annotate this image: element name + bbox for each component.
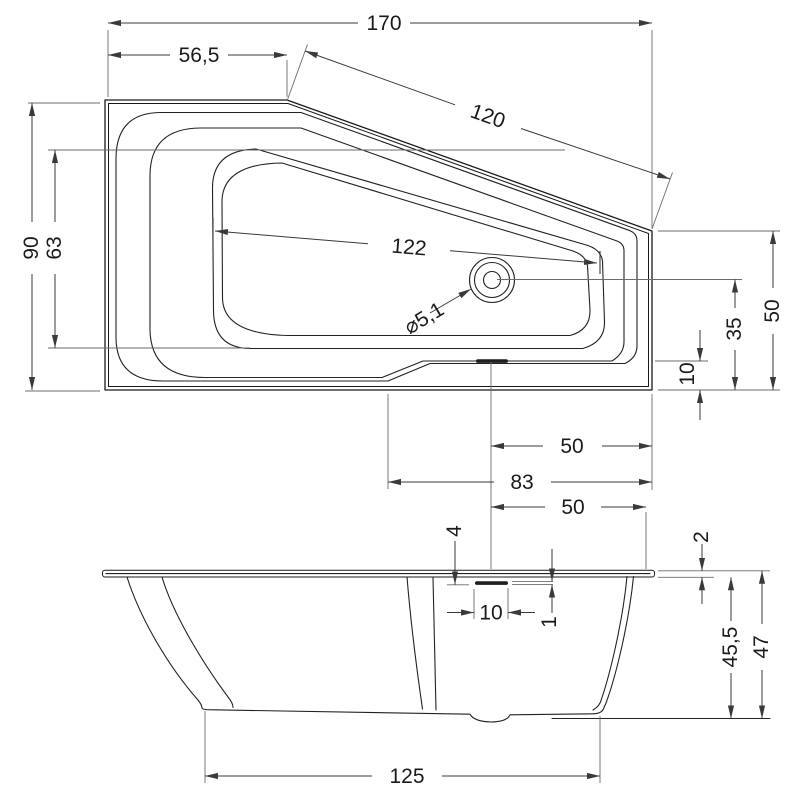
side-view-extension-lines xyxy=(204,512,770,783)
dim-ledge-length: 83 xyxy=(510,471,533,494)
drain-circle-mid xyxy=(473,261,511,299)
dim-base-length: 125 xyxy=(389,765,424,788)
dim-overflow-depth: 4 xyxy=(443,525,466,537)
drain xyxy=(468,256,516,304)
dim-ledge-to-bottom-edge: 10 xyxy=(676,362,699,385)
dim-overflow-slot-height: 1 xyxy=(538,616,561,628)
left-skirt-outer xyxy=(126,576,203,709)
dim-overall-height: 47 xyxy=(750,635,773,658)
dim-overflow-slot-width: 10 xyxy=(479,602,502,625)
dim-diagonal-edge: 120 xyxy=(467,100,508,133)
dim-right-end-width: 50 xyxy=(761,299,784,322)
tub-outer-edge-inner xyxy=(108,103,649,387)
overflow-slot-top-view xyxy=(476,359,508,363)
top-view-extension-lines xyxy=(25,30,780,569)
dim-overall-width: 90 xyxy=(20,236,43,259)
left-skirt-inner xyxy=(161,576,234,709)
dim-drain-to-right-end: 50 xyxy=(560,435,583,458)
dim-basin-length: 122 xyxy=(391,235,428,261)
top-view: 170 56,5 120 90 63 122 ⌀5,1 xyxy=(20,12,784,569)
rim-flange xyxy=(102,569,655,578)
right-wall-inner xyxy=(592,575,628,711)
drain-circle-inner xyxy=(482,270,502,290)
right-wall-outer xyxy=(603,575,635,707)
dim-rim-thickness: 2 xyxy=(690,531,713,543)
side-view-dimensions: 50 4 2 1 10 45,5 47 xyxy=(205,496,773,788)
step-edge-front xyxy=(406,576,424,710)
dim-straight-top-edge: 56,5 xyxy=(179,44,220,67)
basin-top-edge xyxy=(211,148,606,350)
side-view: 50 4 2 1 10 45,5 47 xyxy=(102,496,773,788)
step-edge-back xyxy=(432,576,437,711)
top-view-dimensions: 170 56,5 120 90 63 122 ⌀5,1 xyxy=(20,12,784,494)
rim-inner-contour xyxy=(149,127,625,379)
dim-height-under-rim: 45,5 xyxy=(719,627,742,668)
tub-outer-edge xyxy=(104,99,653,391)
bottom-edge xyxy=(201,705,606,723)
dim-drain-to-bottom-edge: 35 xyxy=(723,317,746,340)
overflow-slot-side-view xyxy=(475,581,508,585)
drain-circle-outer xyxy=(468,256,516,304)
dim-overall-length: 170 xyxy=(366,12,401,35)
rim-outer-contour xyxy=(115,111,638,382)
dim-overflow-to-right-end: 50 xyxy=(561,496,584,519)
dim-drain-diameter: ⌀5,1 xyxy=(400,298,448,339)
dim-basin-width: 63 xyxy=(43,236,66,259)
